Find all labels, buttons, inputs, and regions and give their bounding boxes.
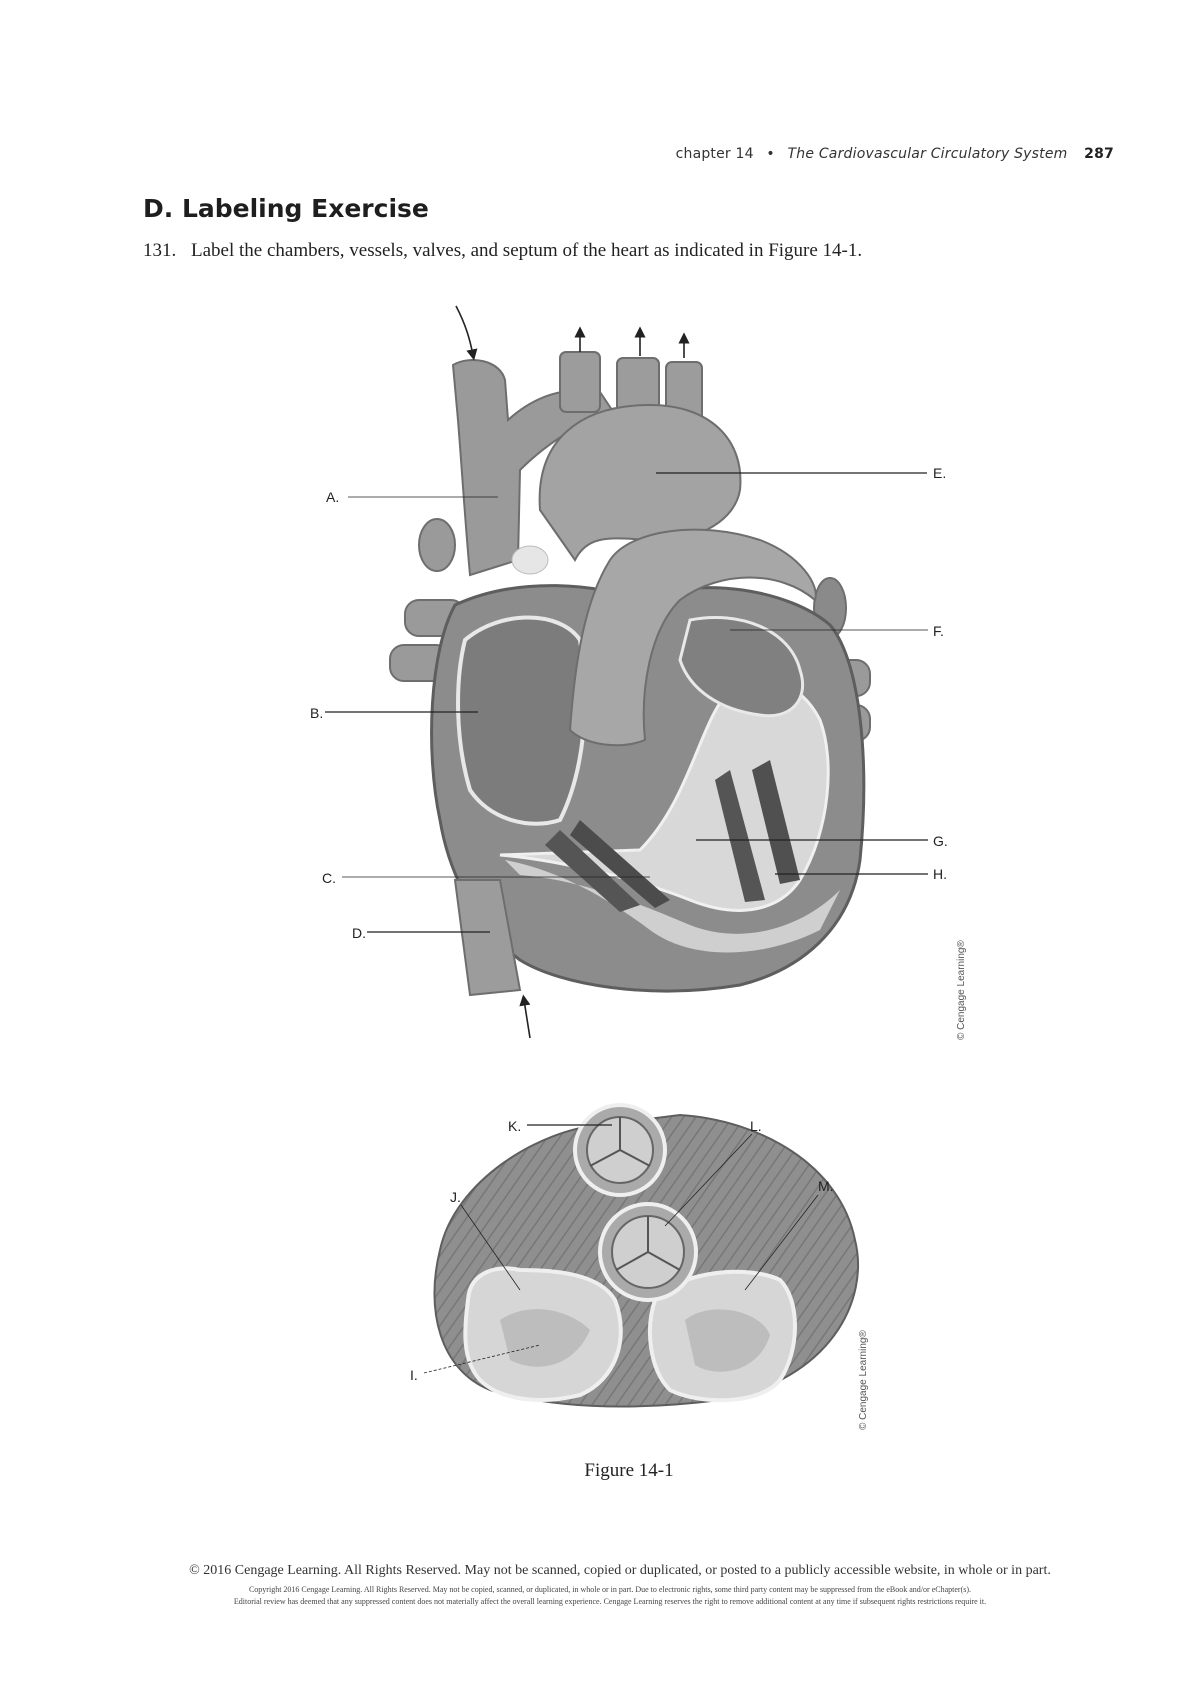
- label-g: G.: [933, 833, 948, 849]
- valve-leader-lines: [423, 1124, 819, 1374]
- page-number: 287: [1084, 146, 1114, 162]
- label-m: M.: [818, 1178, 834, 1194]
- label-b: B.: [310, 705, 323, 721]
- label-i: I.: [410, 1367, 418, 1383]
- label-d: D.: [352, 925, 366, 941]
- fine-print-1: Copyright 2016 Cengage Learning. All Rig…: [248, 1585, 972, 1594]
- question-text: Label the chambers, vessels, valves, and…: [191, 240, 863, 261]
- question: 131. Label the chambers, vessels, valves…: [143, 240, 862, 262]
- label-l: L.: [750, 1118, 762, 1134]
- label-e: E.: [933, 465, 946, 481]
- label-j: J.: [450, 1189, 461, 1205]
- running-head: chapter 14 • The Cardiovascular Circulat…: [676, 146, 1114, 162]
- label-f: F.: [933, 623, 944, 639]
- heart-illustration: [389, 351, 871, 997]
- label-c: C.: [322, 870, 336, 886]
- heart-leader-lines: [325, 472, 928, 933]
- chapter-label: chapter 14: [675, 146, 754, 162]
- chapter-title: The Cardiovascular Circulatory System: [787, 146, 1068, 162]
- label-a: A.: [326, 489, 339, 505]
- credit-upper: © Cengage Learning®: [956, 940, 967, 1040]
- label-h: H.: [933, 866, 947, 882]
- figure-caption: Figure 14-1: [584, 1460, 674, 1481]
- credit-lower: © Cengage Learning®: [858, 1330, 869, 1430]
- flow-arrows: [455, 305, 690, 1039]
- header-separator: •: [766, 146, 775, 162]
- question-number: 131.: [143, 240, 177, 261]
- copyright-notice: © 2016 Cengage Learning. All Rights Rese…: [189, 1563, 1051, 1578]
- section-title: D. Labeling Exercise: [143, 194, 429, 223]
- valve-illustration: [433, 1103, 859, 1408]
- fine-print-2: Editorial review has deemed that any sup…: [233, 1597, 987, 1606]
- label-k: K.: [508, 1118, 521, 1134]
